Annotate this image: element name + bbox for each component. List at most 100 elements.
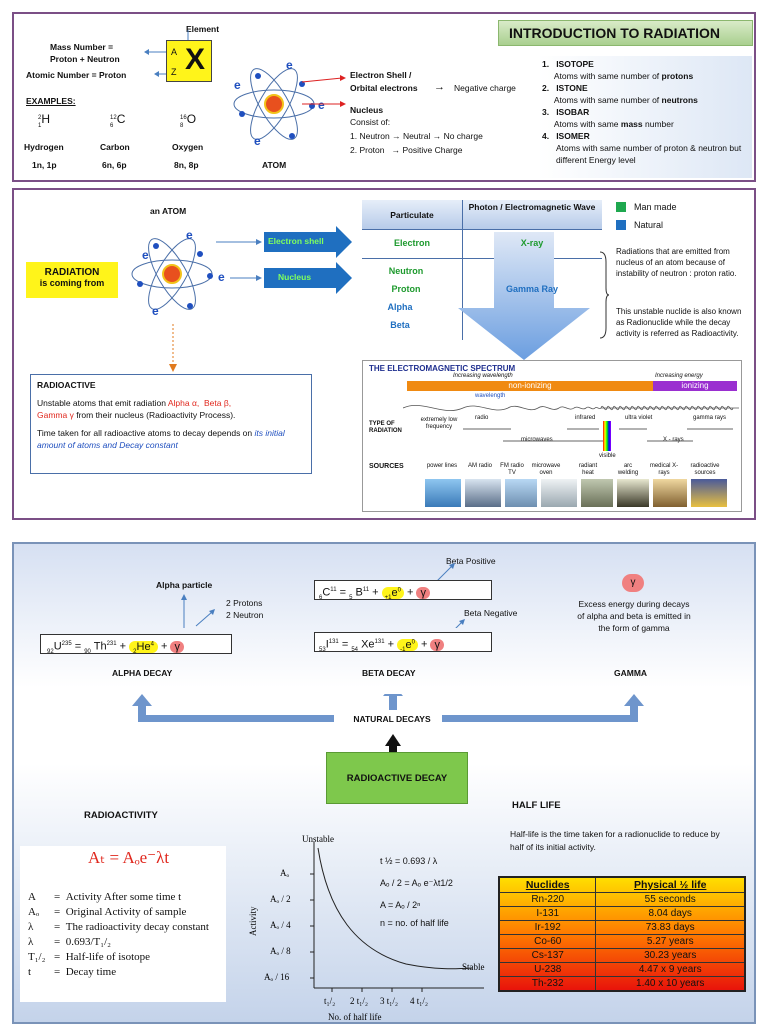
radioactivity-box [20, 846, 226, 1002]
em-wave [403, 405, 739, 411]
example-c-comp: 6n, 6p [102, 160, 127, 170]
em-inc-energy: Increasing energy [655, 373, 703, 379]
example-c-sym: C [116, 112, 126, 126]
radiation-panel: an ATOM e e e e RADIATION is coming from… [12, 188, 756, 520]
iso-item: 3. ISOBAR Atoms with same mass number [542, 107, 674, 129]
radiation-arrows [216, 226, 352, 294]
atomic-number-label: Atomic Number = Proton [26, 70, 127, 80]
electron-highlight: -1e0 [397, 638, 418, 653]
em-source-img-3 [505, 479, 537, 507]
gamma-symbol: γ [622, 574, 644, 592]
example-o-comp: 8n, 8p [174, 160, 199, 170]
electron-shell-arrow-label: Electron shell [268, 236, 324, 246]
radiation-note-2: This unstable nuclide is also known as R… [616, 307, 742, 338]
brace [599, 251, 610, 339]
legend-manmade-swatch [616, 202, 626, 212]
graph-ytick-2: Aₒ / 2 [270, 894, 291, 904]
orbital-electrons-text: Orbital electrons [350, 83, 418, 93]
half-life-title: HALF LIFE [512, 800, 561, 811]
nuclides-head: Nuclides [498, 876, 597, 893]
graph-ytick-1: Aₒ [280, 868, 289, 878]
beta-positive-label: Beta Positive [446, 556, 496, 566]
alpha-cell: Alpha [387, 302, 413, 312]
em-source-img-4 [541, 479, 577, 507]
decay-panel: Alpha particle 2 Protons 2 Neutron 92U23… [12, 542, 756, 1024]
example-h-sym: H [41, 112, 51, 126]
example-h-z: 1 [38, 122, 42, 129]
em-source-img-7 [653, 479, 687, 507]
radioactive-box: RADIOACTIVE Unstable atoms that emit rad… [30, 374, 312, 474]
xray-cell: X-ray [520, 238, 544, 248]
em-source-power: power lines [426, 463, 458, 469]
element-box: A Z X [166, 40, 212, 82]
example-c-z: 6 [110, 122, 114, 129]
examples-label: EXAMPLES: [26, 96, 76, 106]
em-type-infrared: infrared [575, 415, 596, 421]
em-title: THE ELECTROMAGNETIC SPECTRUM [369, 364, 516, 373]
table-header-row: Nuclides Physical ½ life [498, 876, 746, 893]
example-h-comp: 1n, 1p [32, 160, 57, 170]
beta-cell: Beta [390, 320, 410, 330]
atom-e-4: e [254, 134, 261, 148]
definition-item: t= Decay time [28, 966, 117, 978]
em-sources-label: SOURCES [369, 463, 404, 470]
beta-pos-equation: 6C11 = 5 B11 + +1e0 + γ [314, 580, 492, 601]
definition-item: A= Activity After some time t [28, 891, 182, 903]
em-source-fm: FM radio TV [500, 463, 524, 476]
element-arrows [144, 30, 189, 77]
no-charge-text: No charge [443, 131, 483, 141]
two-neutron: 2 Neutron [226, 610, 264, 620]
em-type-radio: radio [475, 415, 489, 421]
gamma-dot-3: γ [430, 638, 444, 651]
atom2-e-4: e [152, 304, 159, 318]
em-type-visible: visible [599, 453, 616, 459]
beta-negative-label: Beta Negative [464, 608, 518, 618]
example-c-mass: 12 [110, 115, 117, 121]
example-o-sym: O [186, 112, 197, 126]
proton-line: 2. Proton → Positive Charge [350, 145, 463, 155]
neutron-line-label: 1. Neutron [350, 131, 390, 141]
beta-neg-equation: 53I131 = 54 Xe131 + -1e0 + γ [314, 632, 492, 653]
radiation-source-box: RADIATION is coming from [26, 262, 118, 298]
example-o-z: 8 [180, 122, 184, 129]
graph-xlabel: No. of half life [328, 1012, 381, 1022]
beta-arrows [435, 563, 465, 628]
positive-charge-text: Positive Charge [402, 145, 463, 155]
em-wavelength: wavelength [475, 393, 506, 399]
helium-highlight: 2He4 [129, 640, 158, 655]
em-source-img-5 [581, 479, 613, 507]
iso-item: 2. ISTONE Atoms with same number of neut… [542, 83, 698, 105]
symbol-z: Z [171, 67, 177, 77]
graph-xtick-1: t₁/₂ [324, 996, 335, 1006]
example-h-name: Hydrogen [24, 142, 64, 152]
mass-number-formula: Proton + Neutron [50, 54, 120, 64]
neutral-text: Neutral [402, 131, 431, 141]
negative-charge-text: Negative charge [454, 83, 516, 93]
em-source-img-8 [691, 479, 727, 507]
em-type-xrays: X - rays [663, 437, 684, 443]
neutron-line: 1. Neutron → Neutral → No charge [350, 131, 483, 141]
gamma-text: Excess energy during decays of alpha and… [577, 599, 691, 633]
radiation-title: RADIATION [44, 267, 100, 278]
dotted-down-arrow [169, 324, 177, 372]
half-life-text: Half-life is the time taken for a radion… [510, 829, 720, 852]
em-type-elf: extremely low frequency [420, 417, 458, 430]
radioactive-decay-box: RADIOACTIVE DECAY [326, 752, 468, 804]
table-head-particulate: Particulate [390, 210, 434, 220]
atom-label: ATOM [262, 160, 287, 170]
gamma-ray-cell: Gamma Ray [505, 284, 559, 294]
radioactive-title: RADIOACTIVE [37, 380, 96, 390]
definitions-list: A= Activity After some time t Aₒ= Origin… [28, 890, 242, 980]
graph-unstable: Unstable [302, 834, 334, 844]
legend-natural-swatch [616, 220, 626, 230]
em-source-img-6 [617, 479, 649, 507]
intro-title: INTRODUCTION TO RADIATION [498, 20, 753, 46]
em-type-microwaves: microwaves [521, 437, 553, 443]
